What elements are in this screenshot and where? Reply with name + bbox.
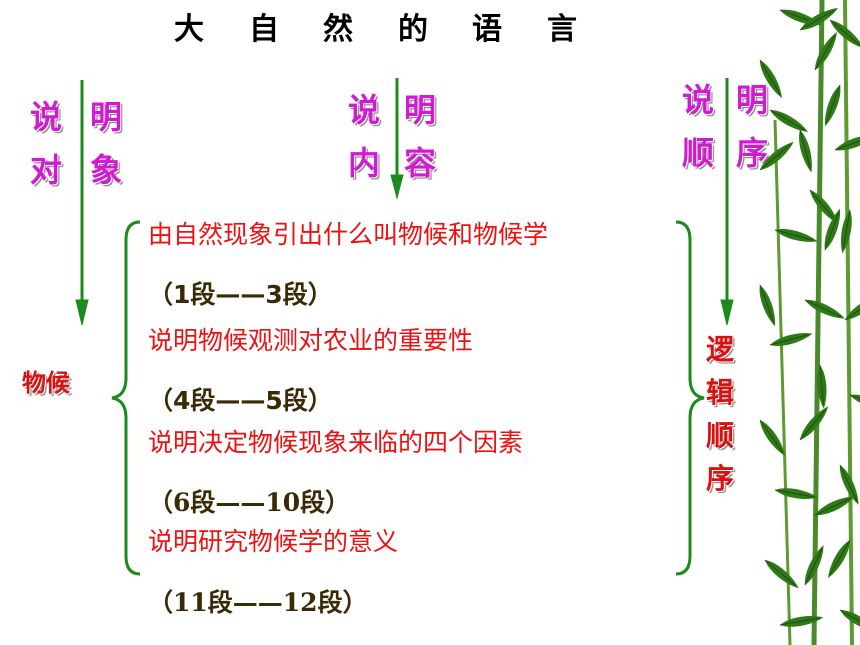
left-label-char: 象 (90, 151, 123, 189)
left-brace (111, 220, 141, 576)
title-char: 语 (472, 12, 502, 47)
order-char: 顺 (706, 419, 735, 452)
content-line-3: 说明决定物候现象来临的四个因素 (148, 428, 524, 457)
content-line-4: 说明研究物候学的意义 (148, 527, 399, 556)
title-char: 自 (249, 12, 279, 47)
content-line-2: 说明物候观测对农业的重要性 (148, 326, 474, 355)
arrow-left (75, 80, 89, 326)
order-char: 逻 (706, 333, 735, 366)
object-label: 物候 (22, 369, 70, 397)
left-label-char: 说 (30, 98, 63, 136)
right-label-char: 序 (736, 134, 769, 172)
mid-label-char: 明 (404, 91, 437, 129)
order-char: 辑 (706, 376, 735, 409)
paragraph-range-2: （4段——5段） (148, 386, 333, 415)
paragraph-range-4: （11段——12段） (148, 588, 368, 617)
title-char: 的 (398, 12, 428, 47)
left-label-char: 明 (90, 98, 123, 136)
right-brace (675, 220, 705, 576)
content-line-1: 由自然现象引出什么叫物候和物候学 (148, 220, 549, 249)
left-label-char: 对 (30, 151, 63, 189)
arrow-right (720, 78, 734, 326)
title-char: 言 (547, 12, 577, 47)
mid-label-char: 内 (348, 144, 381, 182)
title-char: 然 (323, 12, 353, 47)
right-label-char: 明 (736, 81, 769, 119)
right-label-char: 说 (682, 81, 715, 119)
mid-label-char: 说 (348, 91, 381, 129)
arrow-middle (390, 78, 404, 200)
mid-label-char: 容 (404, 144, 437, 182)
right-label-char: 顺 (682, 134, 715, 172)
order-char: 序 (706, 462, 735, 495)
bamboo-decoration (742, 0, 860, 645)
paragraph-range-1: （1段——3段） (148, 280, 333, 309)
paragraph-range-3: （6段——10段） (148, 488, 351, 517)
title-char: 大 (174, 12, 204, 47)
